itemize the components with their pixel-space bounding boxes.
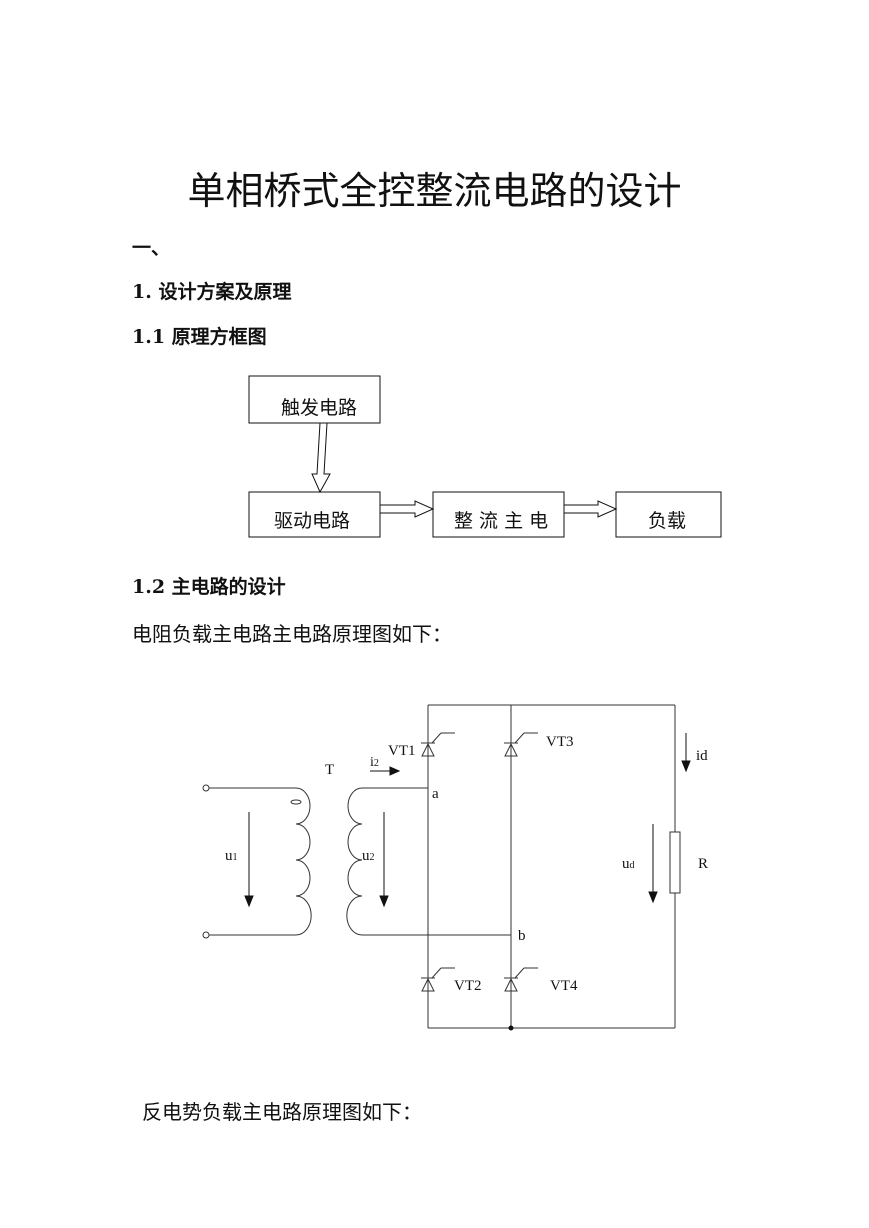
ud-label: ud — [622, 856, 635, 872]
transformer-label: T — [325, 762, 334, 778]
thyristor-vt1 — [421, 732, 455, 757]
terminal-top — [202, 784, 210, 792]
rectifier-box — [432, 491, 565, 538]
resistor — [669, 831, 681, 894]
secondary-coil — [346, 787, 363, 936]
ud-main: u — [622, 856, 630, 872]
u1-arrow — [244, 895, 254, 908]
u2-main: u — [362, 848, 370, 864]
heading-main-circuit: 1.2 主电路的设计 — [132, 576, 286, 598]
junction-dot — [508, 1025, 514, 1031]
u2-sub: 2 — [370, 852, 375, 863]
ud-sub: d — [630, 860, 635, 871]
u1-sub: 1 — [233, 852, 238, 863]
node-a-label: a — [432, 786, 439, 802]
circuit-diagram — [202, 704, 681, 1029]
i2-main: i — [370, 755, 374, 770]
primary-coil — [295, 787, 312, 936]
i2-label: i2 — [370, 755, 379, 770]
id-arrow — [681, 760, 691, 773]
vt2-label: VT2 — [454, 978, 482, 994]
polarity-dot — [290, 799, 302, 805]
heading-block-diagram: 1.1 原理方框图 — [132, 326, 267, 348]
load-label: 负载 — [648, 510, 686, 532]
block-diagram — [248, 375, 722, 538]
vt3-label: VT3 — [546, 734, 574, 750]
thyristor-vt2 — [421, 967, 455, 992]
trigger-label: 触发电路 — [281, 397, 357, 419]
vt4-label: VT4 — [550, 978, 578, 994]
id-label: id — [696, 748, 708, 764]
page-title: 单相桥式全控整流电路的设计 — [187, 169, 682, 213]
paragraph-back-emf-load: 反电势负载主电路原理图如下： — [142, 1100, 422, 1124]
terminal-bottom — [202, 931, 210, 939]
resistor-label: R — [698, 856, 708, 872]
heading-design-principle: 1. 设计方案及原理 — [132, 281, 292, 303]
u2-label: u2 — [362, 848, 375, 864]
paragraph-resistive-load: 电阻负载主电路主电路原理图如下： — [132, 622, 452, 646]
vt1-label: VT1 — [388, 743, 416, 759]
i2-sub: 2 — [374, 758, 379, 769]
u2-arrow — [379, 895, 389, 908]
driver-box — [248, 491, 381, 538]
u1-main: u — [225, 848, 233, 864]
i2-arrow — [389, 766, 401, 776]
arrow-driver-to-rectifier — [379, 500, 435, 518]
trigger-box — [248, 375, 381, 424]
arrow-rectifier-to-load — [563, 500, 618, 518]
u1-label: u1 — [225, 848, 238, 864]
ud-arrow — [648, 891, 658, 904]
rectifier-label: 整 流 主 电 — [454, 510, 548, 532]
thyristor-vt3 — [504, 732, 538, 757]
node-b-label: b — [518, 928, 526, 944]
arrow-trigger-to-driver — [311, 422, 331, 494]
driver-label: 驱动电路 — [274, 510, 350, 532]
thyristor-vt4 — [504, 967, 538, 992]
section-number: 一、 — [132, 237, 171, 259]
circuit-arrows — [244, 733, 691, 1031]
load-box — [615, 491, 722, 538]
